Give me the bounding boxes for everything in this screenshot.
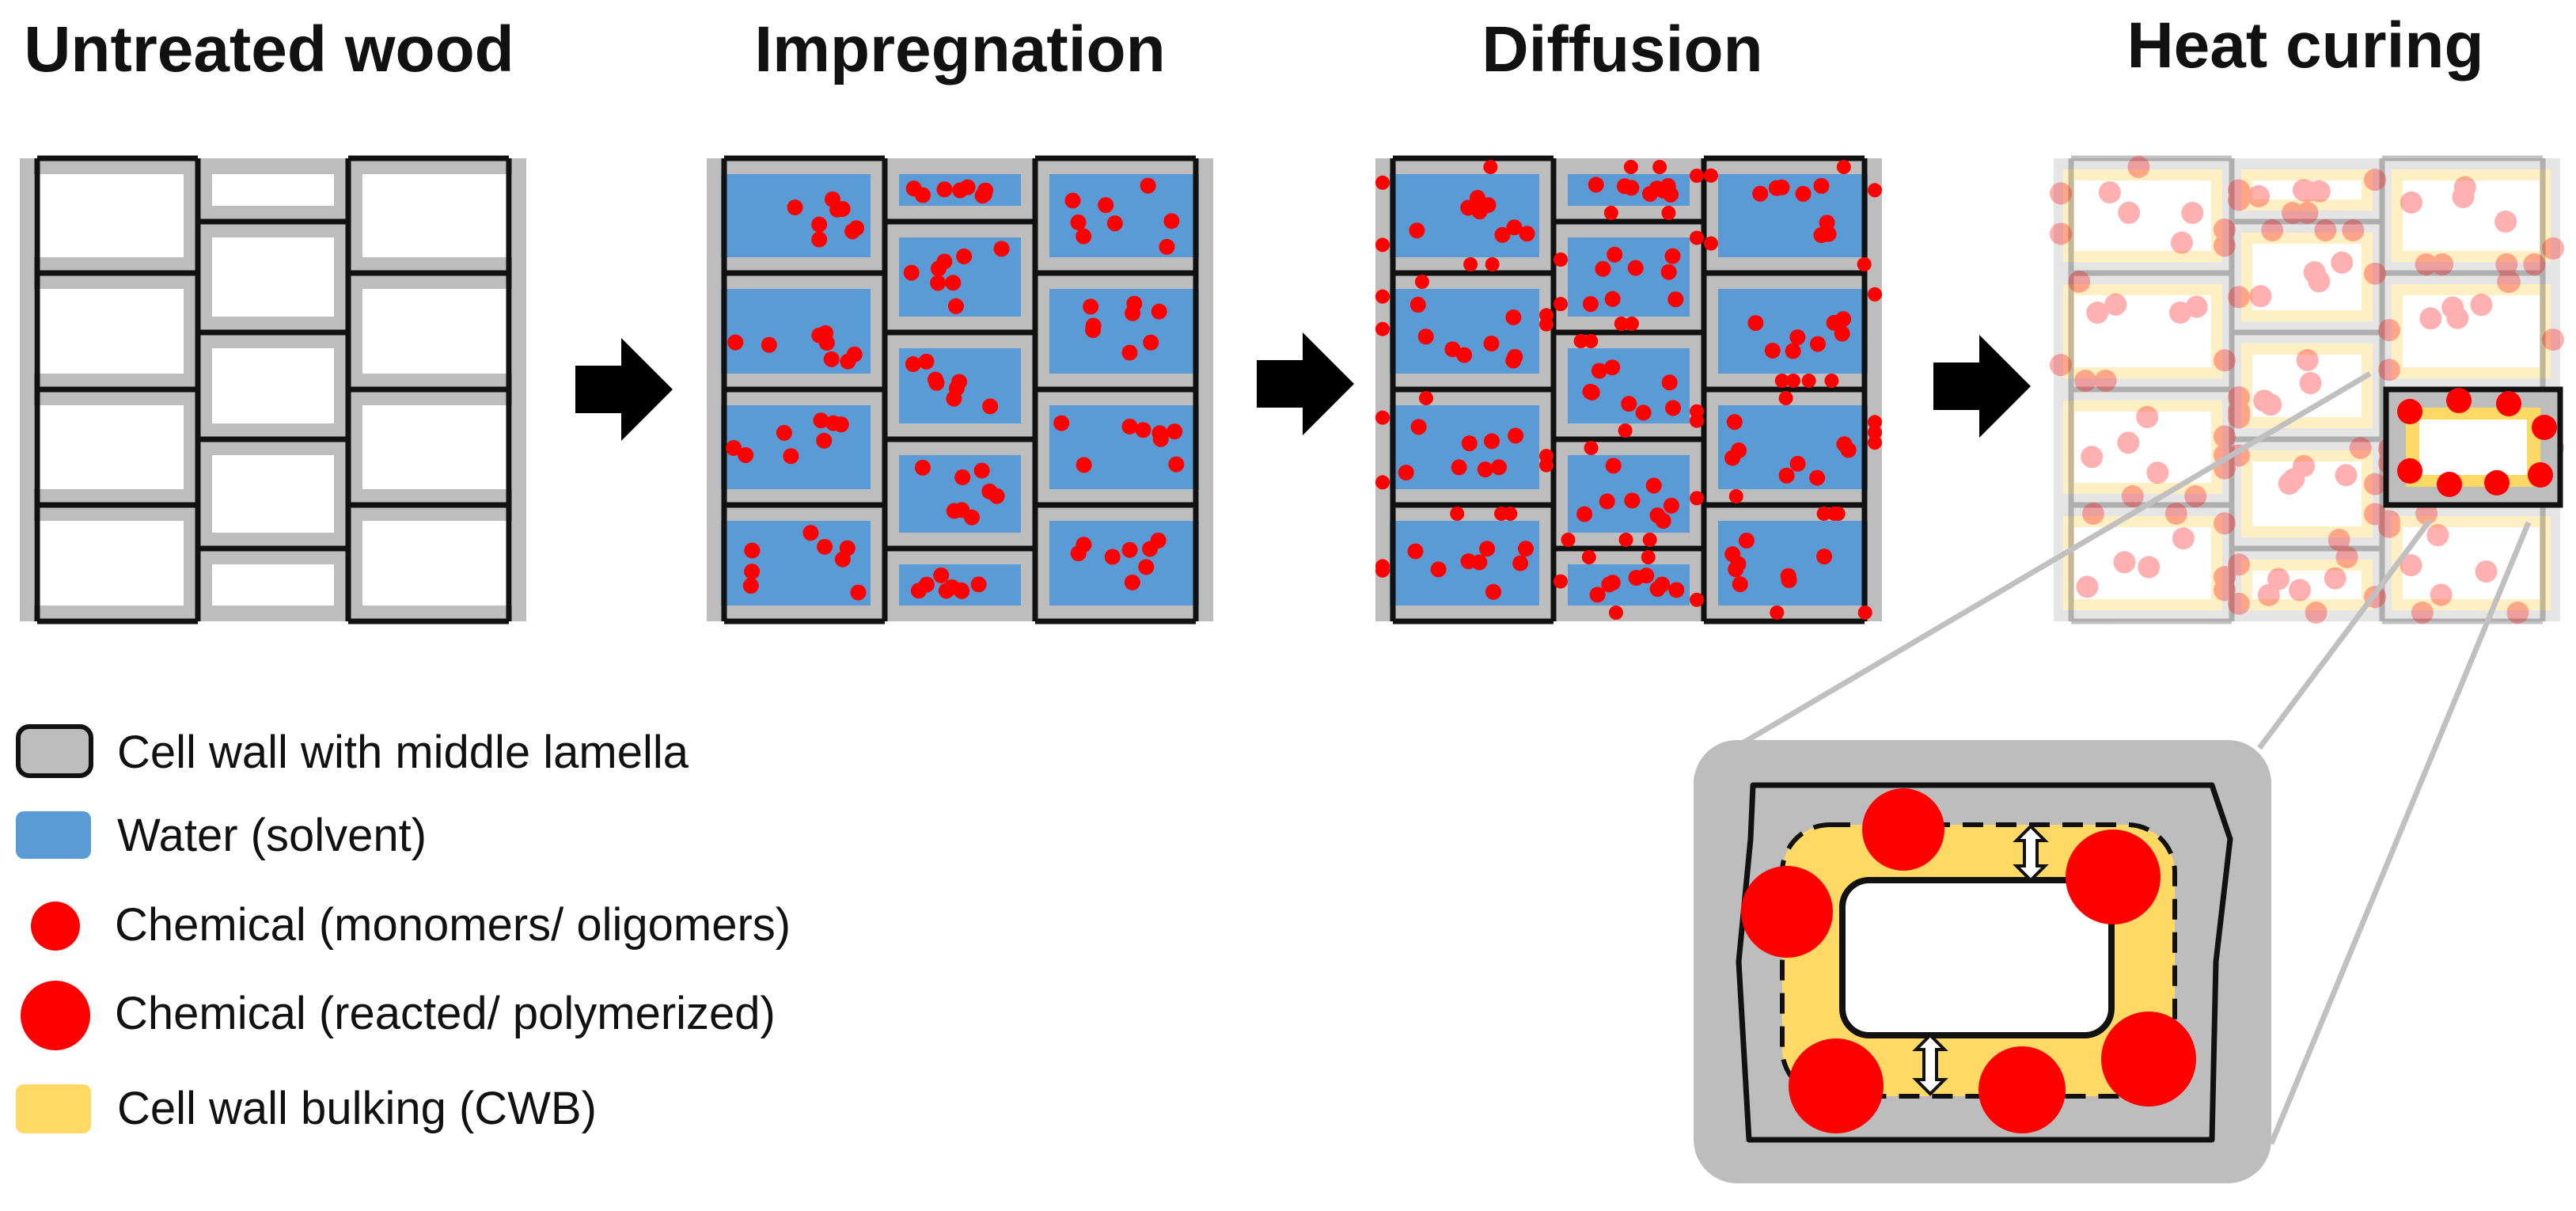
wood-cell — [721, 405, 871, 489]
highlighted-cell — [2383, 386, 2563, 508]
wood-cell — [362, 174, 512, 257]
zoom-inset-cell — [1694, 740, 2271, 1183]
stage-title-diffusion: Diffusion — [1481, 13, 1762, 85]
chemical-dots — [1375, 160, 1882, 620]
wood-cell — [362, 405, 512, 489]
arrow-right-icon — [575, 338, 673, 441]
wood-cell — [212, 348, 334, 423]
wood-cell — [1049, 521, 1199, 606]
panel-impregnation — [707, 155, 1213, 624]
wood-cell — [212, 174, 334, 206]
wood-cell — [2392, 169, 2551, 262]
arrow-right-icon — [1933, 335, 2031, 438]
legend-label: Chemical (reacted/ polymerized) — [115, 988, 776, 1039]
wood-cell — [34, 521, 184, 606]
middle-lamella — [1390, 155, 1868, 624]
wood-cell — [1049, 289, 1199, 374]
wood-cell — [1049, 405, 1199, 489]
wood-cell — [212, 564, 334, 606]
cell-wall-region — [20, 158, 526, 621]
bulking-arrow-icon — [1912, 824, 2049, 1096]
panel-untreated-wood — [20, 155, 526, 624]
middle-lamella — [34, 155, 512, 624]
wood-cell — [1718, 174, 1868, 257]
wood-cell — [721, 174, 871, 257]
arrow-right-icon — [1257, 332, 1354, 435]
stage-title-untreated: Untreated wood — [24, 13, 514, 85]
wood-cell — [2063, 284, 2222, 378]
legend-item-water: Water (solvent) — [16, 810, 427, 861]
wood-cell — [2241, 344, 2373, 428]
wood-cell — [2241, 233, 2373, 321]
legend: Cell wall with middle lamella Water (sol… — [16, 724, 791, 1134]
polymerized-chemical-dots — [1741, 788, 2196, 1133]
legend-label: Water (solvent) — [117, 810, 427, 861]
chemical-dots — [726, 177, 1185, 601]
panel-heat-curing — [2050, 155, 2564, 624]
wood-cell — [362, 289, 512, 374]
zoom-connector-lines — [1739, 370, 2532, 1145]
wood-cell — [212, 455, 334, 533]
wood-cell — [362, 521, 512, 606]
wood-cell — [2241, 450, 2373, 537]
legend-label: Chemical (monomers/ oligomers) — [115, 899, 791, 951]
wood-cell — [2241, 169, 2373, 211]
wood-cell — [2063, 169, 2222, 262]
legend-item-cwb: Cell wall bulking (CWB) — [16, 1083, 597, 1134]
panel-diffusion — [1375, 155, 1882, 624]
wood-cell — [1390, 174, 1539, 257]
stage-title-curing: Heat curing — [2126, 9, 2483, 82]
legend-label: Cell wall bulking (CWB) — [117, 1083, 597, 1134]
legend-label: Cell wall with middle lamella — [117, 727, 689, 778]
wood-cell — [212, 237, 334, 317]
wood-cell — [2241, 560, 2373, 610]
wood-cell — [34, 289, 184, 374]
legend-item-chemical-small: Chemical (monomers/ oligomers) — [31, 899, 791, 951]
wood-cell — [34, 405, 184, 489]
wood-cell — [2063, 401, 2222, 494]
wood-cell — [34, 174, 184, 257]
legend-item-chemical-large: Chemical (reacted/ polymerized) — [21, 981, 776, 1050]
wood-cell — [2063, 516, 2222, 610]
wood-cell — [2392, 284, 2551, 378]
legend-item-cell-wall: Cell wall with middle lamella — [16, 724, 689, 778]
stage-title-impregnation: Impregnation — [754, 13, 1165, 85]
middle-lamella — [721, 155, 1199, 624]
